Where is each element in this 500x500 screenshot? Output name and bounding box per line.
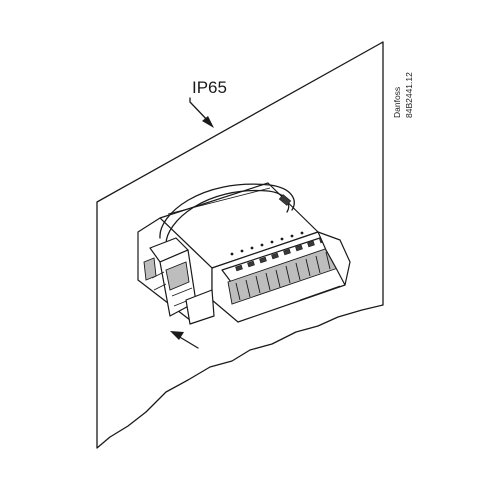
ip65-label: IP65 <box>192 78 227 97</box>
terminal-screws <box>235 251 331 301</box>
drawing-number: 84B2441.12 <box>404 72 414 118</box>
callout-arrowhead-icon <box>202 116 214 128</box>
wall-panel-icon <box>96 41 384 449</box>
brand-label: Danfoss <box>392 87 402 118</box>
insertion-arrow-icon <box>170 331 199 349</box>
controller-module-icon <box>137 182 351 325</box>
led-dots <box>230 231 304 256</box>
ip65-callout: IP65 <box>189 78 227 128</box>
